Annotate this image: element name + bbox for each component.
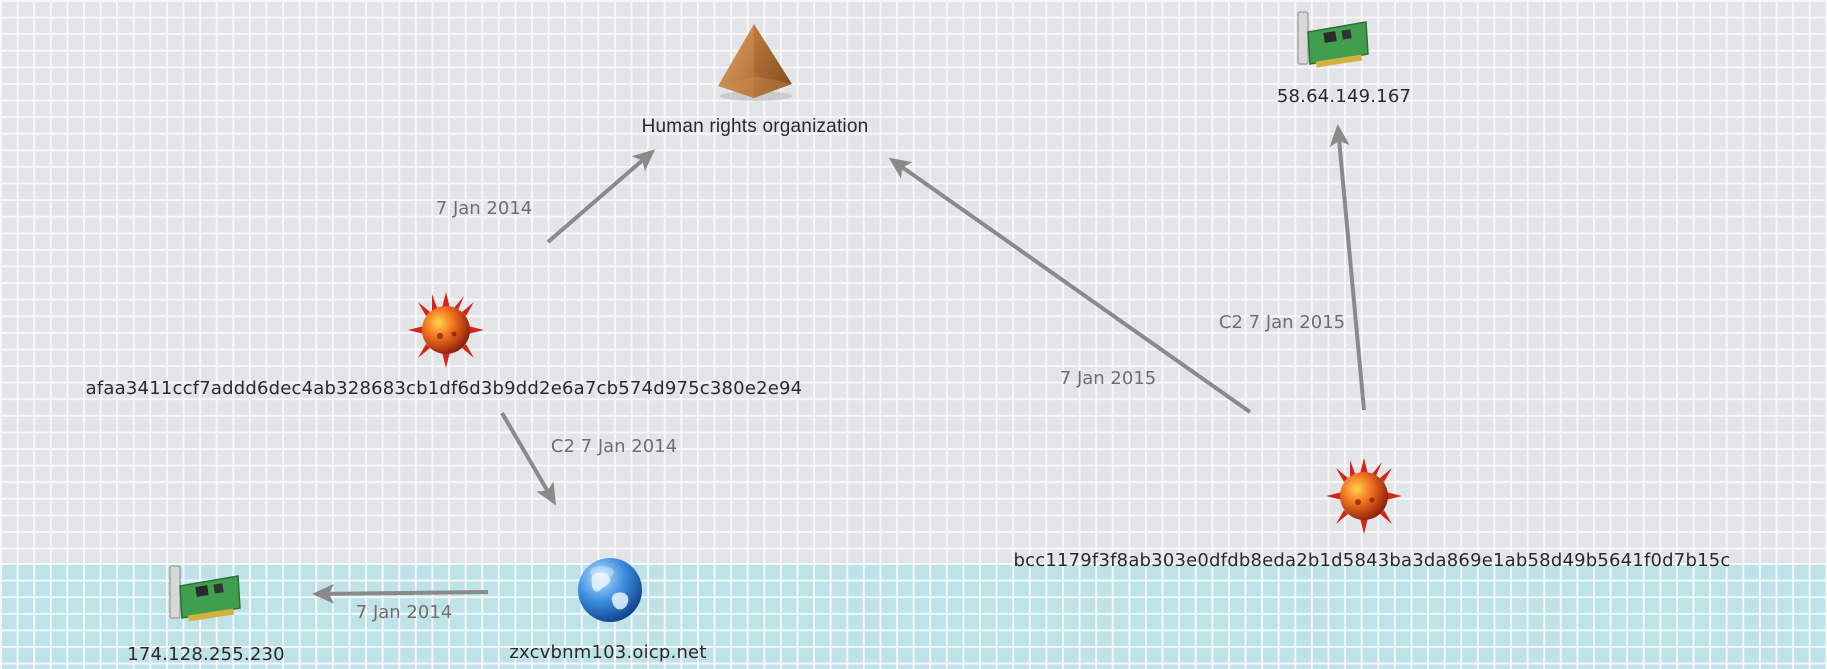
node-label-ip-174[interactable]: 174.128.255.230	[127, 644, 285, 665]
edge-label-bcc1-to-human-rights: 7 Jan 2015	[1059, 368, 1157, 389]
node-label-domain[interactable]: zxcvbnm103.oicp.net	[509, 642, 707, 663]
edge-label-domain-to-ip174: 7 Jan 2014	[355, 602, 453, 623]
network-card-icon[interactable]	[1294, 6, 1370, 76]
node-label-human-rights[interactable]: Human rights organization	[641, 116, 869, 137]
network-card-icon[interactable]	[166, 560, 242, 630]
node-label-ip-58[interactable]: 58.64.149.167	[1276, 86, 1412, 107]
pyramid-icon[interactable]	[712, 22, 796, 102]
edge-label-afaa-to-human-rights: 7 Jan 2014	[435, 198, 533, 219]
edge-afaa-to-human-rights[interactable]	[546, 149, 656, 244]
edge-afaa-to-domain[interactable]	[500, 411, 557, 506]
timeline-band	[0, 563, 1827, 669]
node-label-malware-bcc1[interactable]: bcc1179f3f8ab303e0dfdb8eda2b1d5843ba3da8…	[1013, 550, 1731, 571]
node-label-malware-afaa[interactable]: afaa3411ccf7addd6dec4ab328683cb1df6d3b9d…	[85, 378, 803, 399]
edge-bcc1-to-human-rights[interactable]	[888, 157, 1252, 414]
edge-label-afaa-to-domain: C2 7 Jan 2014	[550, 436, 678, 457]
malware-spiky-ball-icon[interactable]	[1324, 456, 1404, 536]
globe-icon[interactable]	[574, 554, 646, 626]
edge-bcc1-to-ip58[interactable]	[1329, 124, 1366, 411]
malware-spiky-ball-icon[interactable]	[406, 290, 486, 370]
edge-domain-to-ip174[interactable]	[312, 583, 489, 604]
edge-label-bcc1-to-ip58: C2 7 Jan 2015	[1218, 312, 1346, 333]
